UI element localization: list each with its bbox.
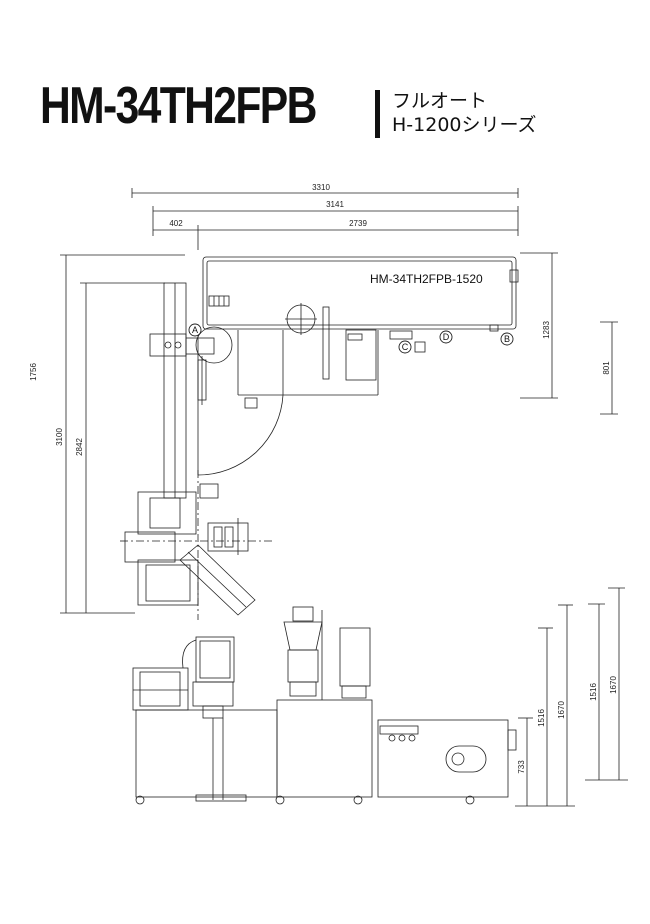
svg-text:B: B xyxy=(504,334,510,344)
dimension-lines-right-side xyxy=(515,587,628,807)
series-subtitle-line1: フルオート xyxy=(392,90,488,112)
marker-b: B xyxy=(500,332,514,346)
machine-label: HM-34TH2FPB-1520 xyxy=(370,272,483,286)
dim-1670-a: 1670 xyxy=(557,701,566,719)
dim-801: 801 xyxy=(602,361,611,375)
dimension-lines-right-plan xyxy=(520,252,618,415)
dim-1756: 1756 xyxy=(29,363,38,381)
marker-c: C xyxy=(398,340,412,354)
dim-733: 733 xyxy=(517,760,526,774)
dimension-lines-left xyxy=(60,254,185,614)
series-subtitle-line2: H-1200シリーズ xyxy=(392,114,537,136)
model-title: HM-34TH2FPB xyxy=(40,77,317,135)
dim-3310: 3310 xyxy=(312,183,330,192)
title-divider xyxy=(375,90,380,138)
plan-view xyxy=(120,256,519,620)
dim-2842: 2842 xyxy=(75,438,84,456)
dim-3141: 3141 xyxy=(326,200,344,209)
svg-text:C: C xyxy=(402,342,409,352)
side-view xyxy=(132,606,517,805)
dim-1670-b: 1670 xyxy=(609,676,618,694)
svg-text:D: D xyxy=(443,332,450,342)
dim-1283: 1283 xyxy=(542,321,551,339)
dim-402: 402 xyxy=(169,219,183,228)
marker-d: D xyxy=(439,330,453,344)
dim-2739: 2739 xyxy=(349,219,367,228)
svg-text:A: A xyxy=(192,325,198,335)
dimension-lines-top xyxy=(131,188,519,250)
dim-1516-b: 1516 xyxy=(589,683,598,701)
dim-1516-a: 1516 xyxy=(537,709,546,727)
dim-3100: 3100 xyxy=(55,428,64,446)
marker-a: A xyxy=(188,323,202,337)
